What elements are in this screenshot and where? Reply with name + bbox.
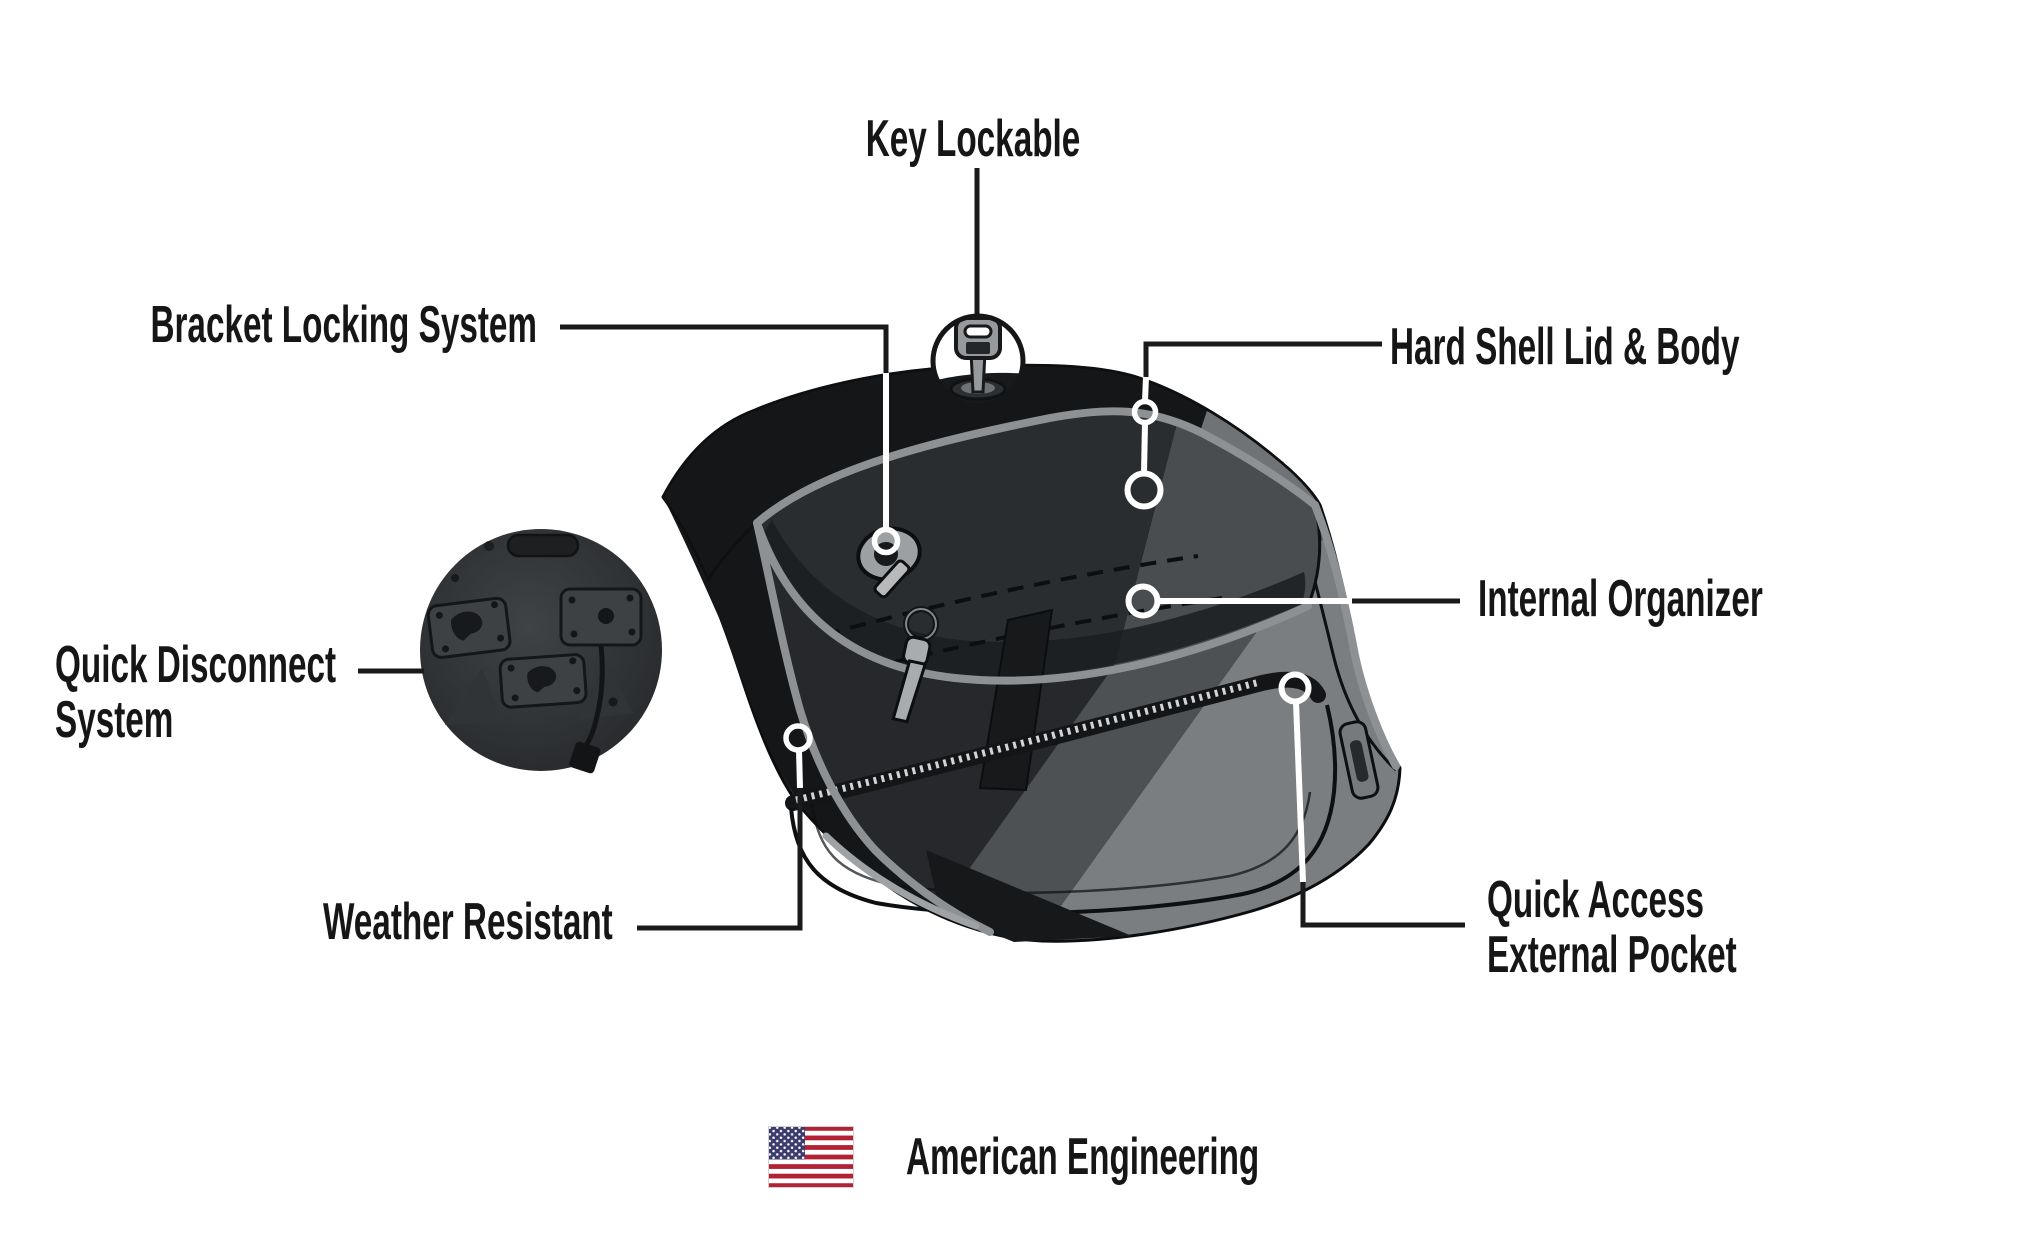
- callout-lines: [358, 168, 1465, 931]
- callout-label-internal-organizer: Internal Organizer: [1478, 570, 1763, 628]
- callout-marker-weather-resistant: [783, 723, 813, 753]
- bag-trim-piping: [753, 407, 1400, 936]
- callout-marker-internal-organizer: [1125, 583, 1161, 619]
- saddlebag-body: [661, 363, 1402, 943]
- external-pocket-zipper: [785, 671, 1326, 811]
- pocket-latch: [1338, 720, 1380, 800]
- callout-label-quick-access-external-pocket: Quick Access External Pocket: [1487, 871, 1737, 984]
- callout-label-quick-disconnect-system: Quick Disconnect System: [55, 636, 337, 749]
- quick-disconnect-mount-image: [420, 529, 662, 774]
- callout-marker-hard-shell-body: [1124, 470, 1164, 510]
- callout-marker-quick-access: [1278, 671, 1312, 705]
- key-lockable-inset: [930, 313, 1026, 409]
- footer-american-engineering: American Engineering: [906, 1128, 1260, 1186]
- callout-marker-bracket-locking: [871, 526, 901, 556]
- callout-label-weather-resistant: Weather Resistant: [323, 893, 613, 951]
- callout-label-key-lockable: Key Lockable: [865, 110, 1081, 168]
- us-flag-icon: [768, 1126, 854, 1188]
- callout-label-hard-shell-lid-body: Hard Shell Lid & Body: [1390, 318, 1740, 376]
- callout-label-bracket-locking-system: Bracket Locking System: [150, 296, 537, 354]
- callout-marker-hard-shell-lid: [1131, 398, 1159, 426]
